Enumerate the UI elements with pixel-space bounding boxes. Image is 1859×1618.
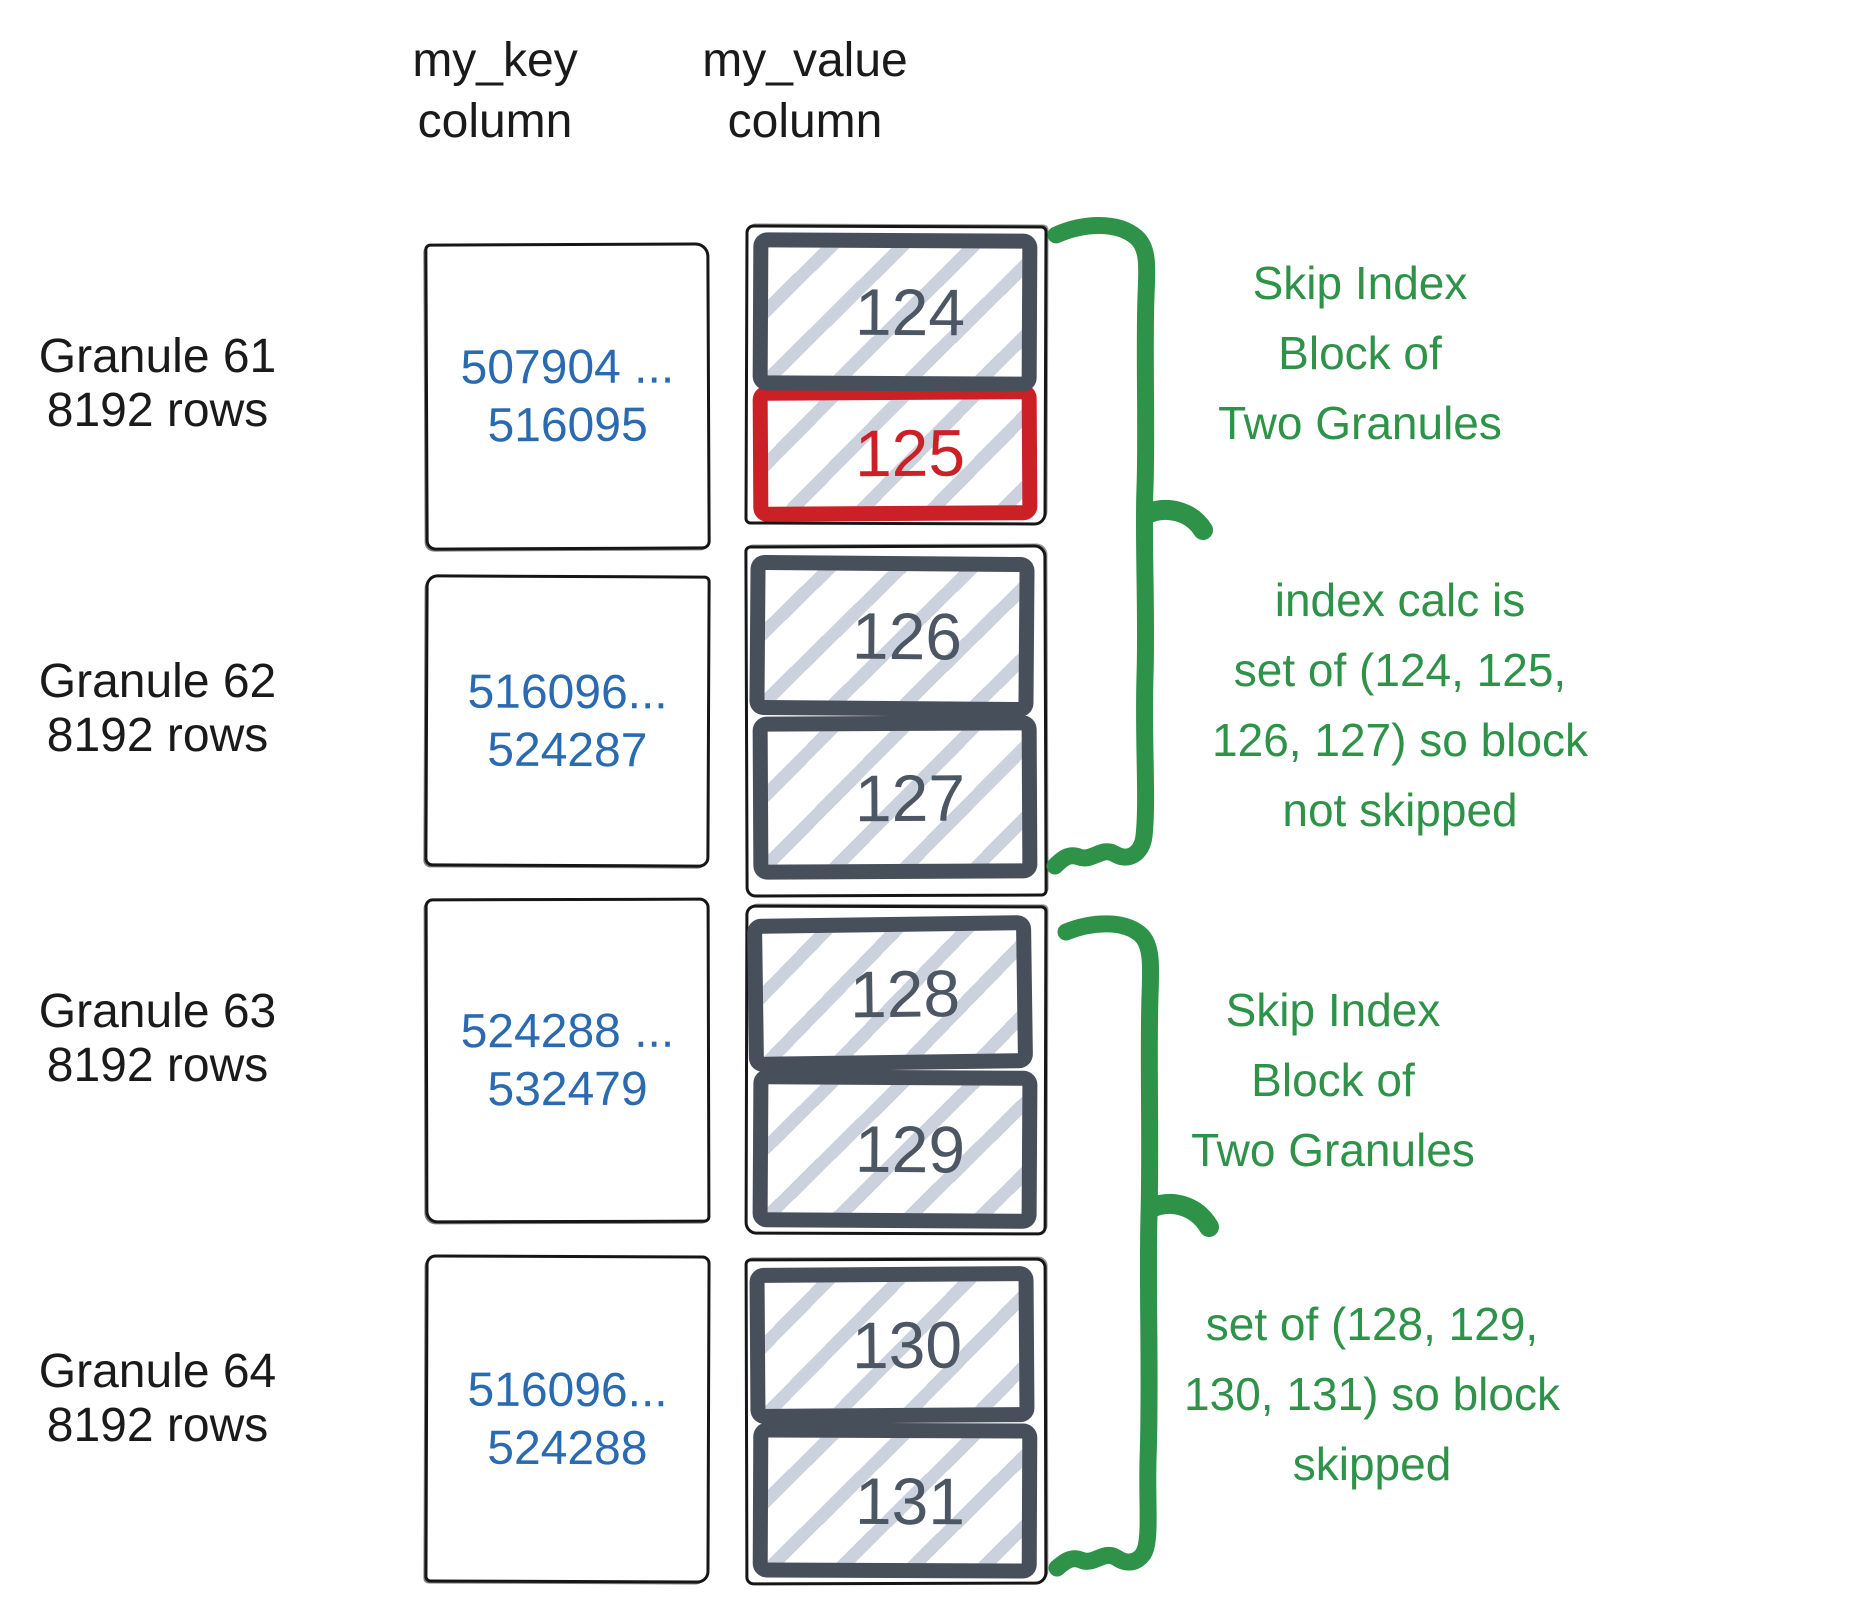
key-range-start: 507904 ... (460, 340, 675, 395)
key-range-start: 516096... (467, 665, 668, 719)
block-number: 130 (851, 1307, 963, 1383)
granule-name: Granule 61 (38, 330, 277, 383)
annotation-line: index calc is (1274, 574, 1526, 626)
block-number: 126 (851, 598, 963, 674)
annotation-line: Skip Index (1225, 984, 1441, 1036)
block-number: 124 (854, 274, 966, 350)
bracket-top-tick (1137, 499, 1213, 540)
annotation-skip-index-bottom: Skip Index Block of Two Granules (1138, 975, 1528, 1185)
block-number: 125 (854, 415, 966, 491)
granule-rows: 8192 rows (46, 1399, 269, 1452)
key-column-header: my_key column (320, 30, 670, 152)
key-range-start: 524288 ... (460, 1004, 675, 1059)
value-block-125-highlighted: 125 (752, 384, 1038, 522)
granule-62-label: Granule 62 8192 rows (0, 655, 315, 763)
value-block-126: 126 (749, 554, 1035, 718)
annotation-line: 130, 131) so block (1184, 1368, 1560, 1420)
value-block-129: 129 (752, 1069, 1038, 1229)
annotation-line: Two Granules (1191, 1124, 1475, 1176)
annotation-line: Skip Index (1252, 257, 1468, 309)
value-block-127: 127 (752, 715, 1038, 880)
value-header-line2: column (727, 95, 883, 148)
annotation-index-calc: index calc is set of (124, 125, 126, 127… (1155, 565, 1645, 845)
bracket-bottom-tick (1141, 1194, 1219, 1237)
block-number: 131 (854, 1463, 966, 1538)
key-range-end: 516095 (487, 398, 648, 453)
key-box-granule-64: 516096... 524288 (424, 1254, 711, 1584)
annotation-line: set of (128, 129, (1205, 1298, 1539, 1350)
annotation-line: skipped (1292, 1438, 1452, 1490)
value-block-124: 124 (752, 232, 1038, 392)
annotation-skip-index-top: Skip Index Block of Two Granules (1165, 248, 1555, 458)
granule-rows: 8192 rows (46, 709, 269, 762)
annotation-line: Block of (1251, 1054, 1415, 1106)
key-range-end: 524287 (487, 723, 648, 777)
granule-63-label: Granule 63 8192 rows (0, 985, 315, 1093)
granule-name: Granule 62 (38, 655, 277, 708)
value-header-line1: my_value (702, 34, 908, 87)
block-number: 128 (849, 955, 961, 1032)
annotation-set-skipped: set of (128, 129, 130, 131) so block ski… (1127, 1289, 1617, 1499)
bracket-top (1046, 217, 1156, 875)
annotation-line: 126, 127) so block (1212, 714, 1588, 766)
annotation-line: set of (124, 125, (1233, 644, 1567, 696)
granule-rows: 8192 rows (46, 1039, 269, 1092)
key-box-granule-63: 524288 ... 532479 (424, 897, 711, 1224)
annotation-line: Two Granules (1218, 397, 1502, 449)
granule-rows: 8192 rows (46, 384, 269, 437)
key-box-granule-62: 516096... 524287 (424, 574, 711, 868)
annotation-line: Block of (1278, 327, 1442, 379)
value-block-130: 130 (749, 1266, 1035, 1424)
granule-64-label: Granule 64 8192 rows (0, 1345, 315, 1453)
key-header-line2: column (417, 95, 573, 148)
value-column-header: my_value column (630, 30, 980, 152)
key-range-end: 532479 (487, 1062, 648, 1117)
value-block-128: 128 (746, 915, 1034, 1072)
key-header-line1: my_key (412, 34, 578, 87)
granule-name: Granule 64 (38, 1345, 277, 1398)
key-range-end: 524288 (487, 1421, 648, 1475)
key-range-start: 516096... (467, 1363, 668, 1417)
block-number: 127 (854, 760, 966, 835)
granule-61-label: Granule 61 8192 rows (0, 330, 315, 438)
block-number: 129 (854, 1111, 966, 1187)
annotation-line: not skipped (1282, 784, 1518, 836)
key-box-granule-61: 507904 ... 516095 (424, 242, 711, 551)
granule-name: Granule 63 (38, 985, 277, 1038)
value-block-131: 131 (752, 1422, 1038, 1579)
